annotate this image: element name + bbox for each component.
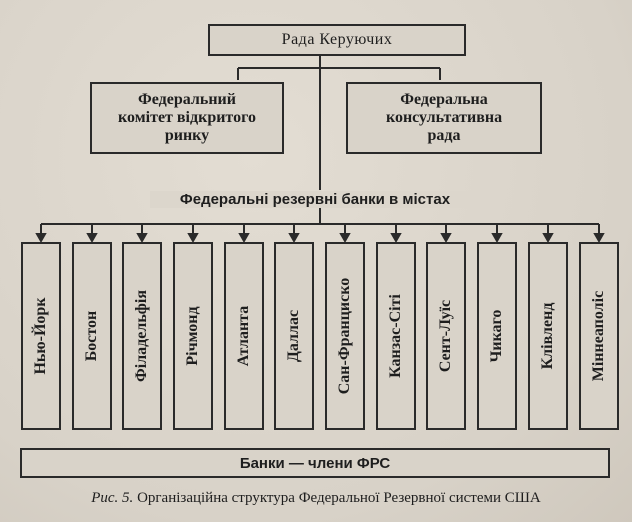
reserve-banks-label: Федеральні резервні банки в містах xyxy=(150,191,480,208)
board-of-governors-box: Рада Керуючих xyxy=(208,24,466,56)
bank-box: Сан-Франциско xyxy=(325,242,365,430)
bank-city: Атланта xyxy=(235,305,252,367)
arrow-head xyxy=(440,233,452,244)
council-line: рада xyxy=(427,127,461,144)
bank-box: Бостон xyxy=(72,242,112,430)
bank-city: Канзас-Сіті xyxy=(387,294,404,378)
arrow-head xyxy=(339,233,351,244)
council-line: консультативна xyxy=(385,109,503,126)
arrow-head xyxy=(136,233,148,244)
bank-city: Даллас xyxy=(285,309,302,363)
caption-text: Організаційна структура Федеральної Резе… xyxy=(137,490,541,506)
bank-city: Клівленд xyxy=(539,302,556,370)
fomc-line: ринку xyxy=(164,127,210,144)
figure-caption: Рис. 5. Організаційна структура Федераль… xyxy=(0,490,632,507)
bank-box: Нью-Йорк xyxy=(21,242,61,430)
arrow-head xyxy=(542,233,554,244)
bank-box: Даллас xyxy=(274,242,314,430)
bank-box: Атланта xyxy=(224,242,264,430)
bank-arrows xyxy=(35,224,605,244)
fomc-line: комітет відкритого xyxy=(118,109,256,126)
bank-city: Міннеаполіс xyxy=(590,290,607,382)
bank-city: Нью-Йорк xyxy=(32,297,49,375)
arrow-head xyxy=(35,233,47,244)
arrow-head xyxy=(288,233,300,244)
figure-number: Рис. 5. xyxy=(91,490,134,506)
arrow-head xyxy=(86,233,98,244)
member-banks-box: Банки — члени ФРС xyxy=(20,448,610,478)
bank-box: Канзас-Сіті xyxy=(376,242,416,430)
arrow-head xyxy=(390,233,402,244)
arrow-head xyxy=(187,233,199,244)
advisory-council-box: Федеральна консультативна рада xyxy=(346,82,542,154)
board-label: Рада Керуючих xyxy=(281,31,393,48)
arrow-head xyxy=(491,233,503,244)
bank-city: Сент-Луїс xyxy=(437,299,454,373)
bank-box: Чикаго xyxy=(477,242,517,430)
bank-box: Річмонд xyxy=(173,242,213,430)
bank-city: Бостон xyxy=(83,310,100,362)
bank-city: Річмонд xyxy=(184,306,201,366)
bank-box: Філадельфія xyxy=(122,242,162,430)
bank-box: Міннеаполіс xyxy=(579,242,619,430)
bank-city: Сан-Франциско xyxy=(336,277,353,395)
bank-city: Філадельфія xyxy=(133,290,150,382)
bank-box: Сент-Луїс xyxy=(426,242,466,430)
member-banks-label: Банки — члени ФРС xyxy=(239,454,391,472)
arrow-head xyxy=(593,233,605,244)
arrow-head xyxy=(238,233,250,244)
fomc-line: Федеральний xyxy=(138,91,236,108)
bank-city: Чикаго xyxy=(488,309,505,363)
fomc-box: Федеральний комітет відкритого ринку xyxy=(90,82,284,154)
council-line: Федеральна xyxy=(400,91,488,108)
bank-box: Клівленд xyxy=(528,242,568,430)
